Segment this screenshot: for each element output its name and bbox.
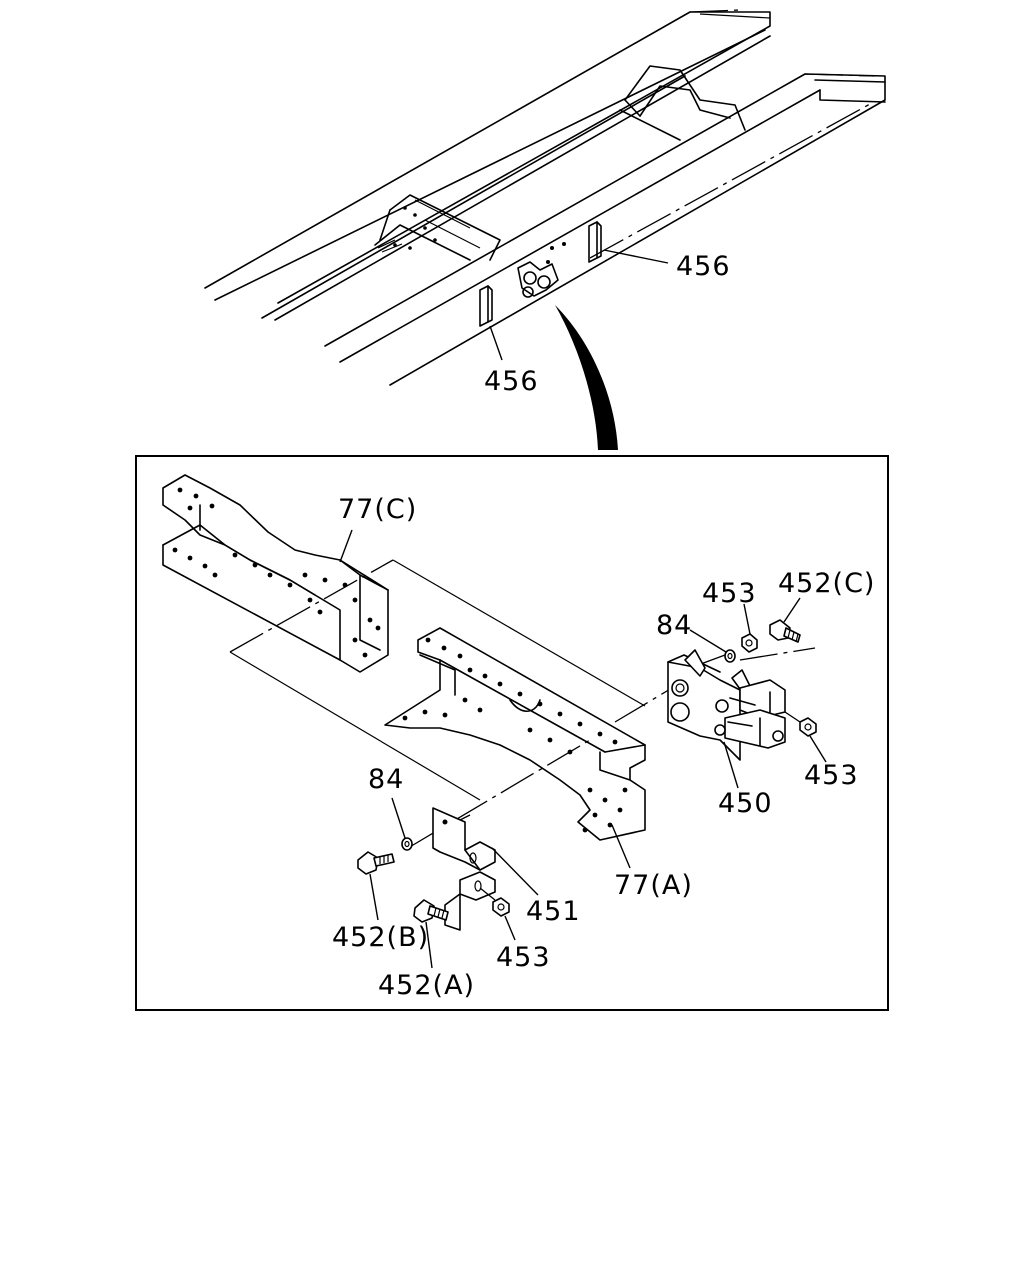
label-452c: 452(C) [778, 568, 875, 599]
label-456-lower: 456 [484, 366, 539, 397]
rail-bracket-cluster [517, 242, 566, 298]
label-450: 450 [718, 788, 773, 819]
part-77a [384, 627, 646, 841]
label-456-upper: 456 [676, 251, 731, 282]
chassis-frame-overview [204, 9, 886, 386]
part-452b [357, 851, 395, 875]
part-84-left [401, 837, 413, 851]
detail-view-frame [135, 455, 889, 1011]
label-453-bottom: 453 [496, 942, 551, 973]
part-84-right [724, 649, 736, 663]
part-450 [667, 649, 786, 761]
label-84-left: 84 [368, 764, 404, 795]
label-77c: 77(C) [338, 494, 417, 525]
label-451: 451 [526, 896, 581, 927]
part-453-top [741, 633, 758, 653]
part-77c [162, 474, 389, 673]
part-453-bottom [492, 897, 510, 917]
label-452b: 452(B) [332, 922, 429, 953]
detail-assembly [162, 474, 827, 969]
label-77a: 77(A) [614, 870, 693, 901]
part-452c [769, 619, 801, 643]
label-452a: 452(A) [378, 970, 475, 1001]
part-456-upper [588, 221, 602, 263]
part-452a [413, 899, 449, 923]
part-456-lower [479, 285, 493, 327]
label-453-top: 453 [702, 578, 757, 609]
label-453-right: 453 [804, 760, 859, 791]
label-84-right: 84 [656, 610, 692, 641]
curved-arrow-icon [555, 305, 618, 450]
part-453-right [799, 717, 817, 737]
